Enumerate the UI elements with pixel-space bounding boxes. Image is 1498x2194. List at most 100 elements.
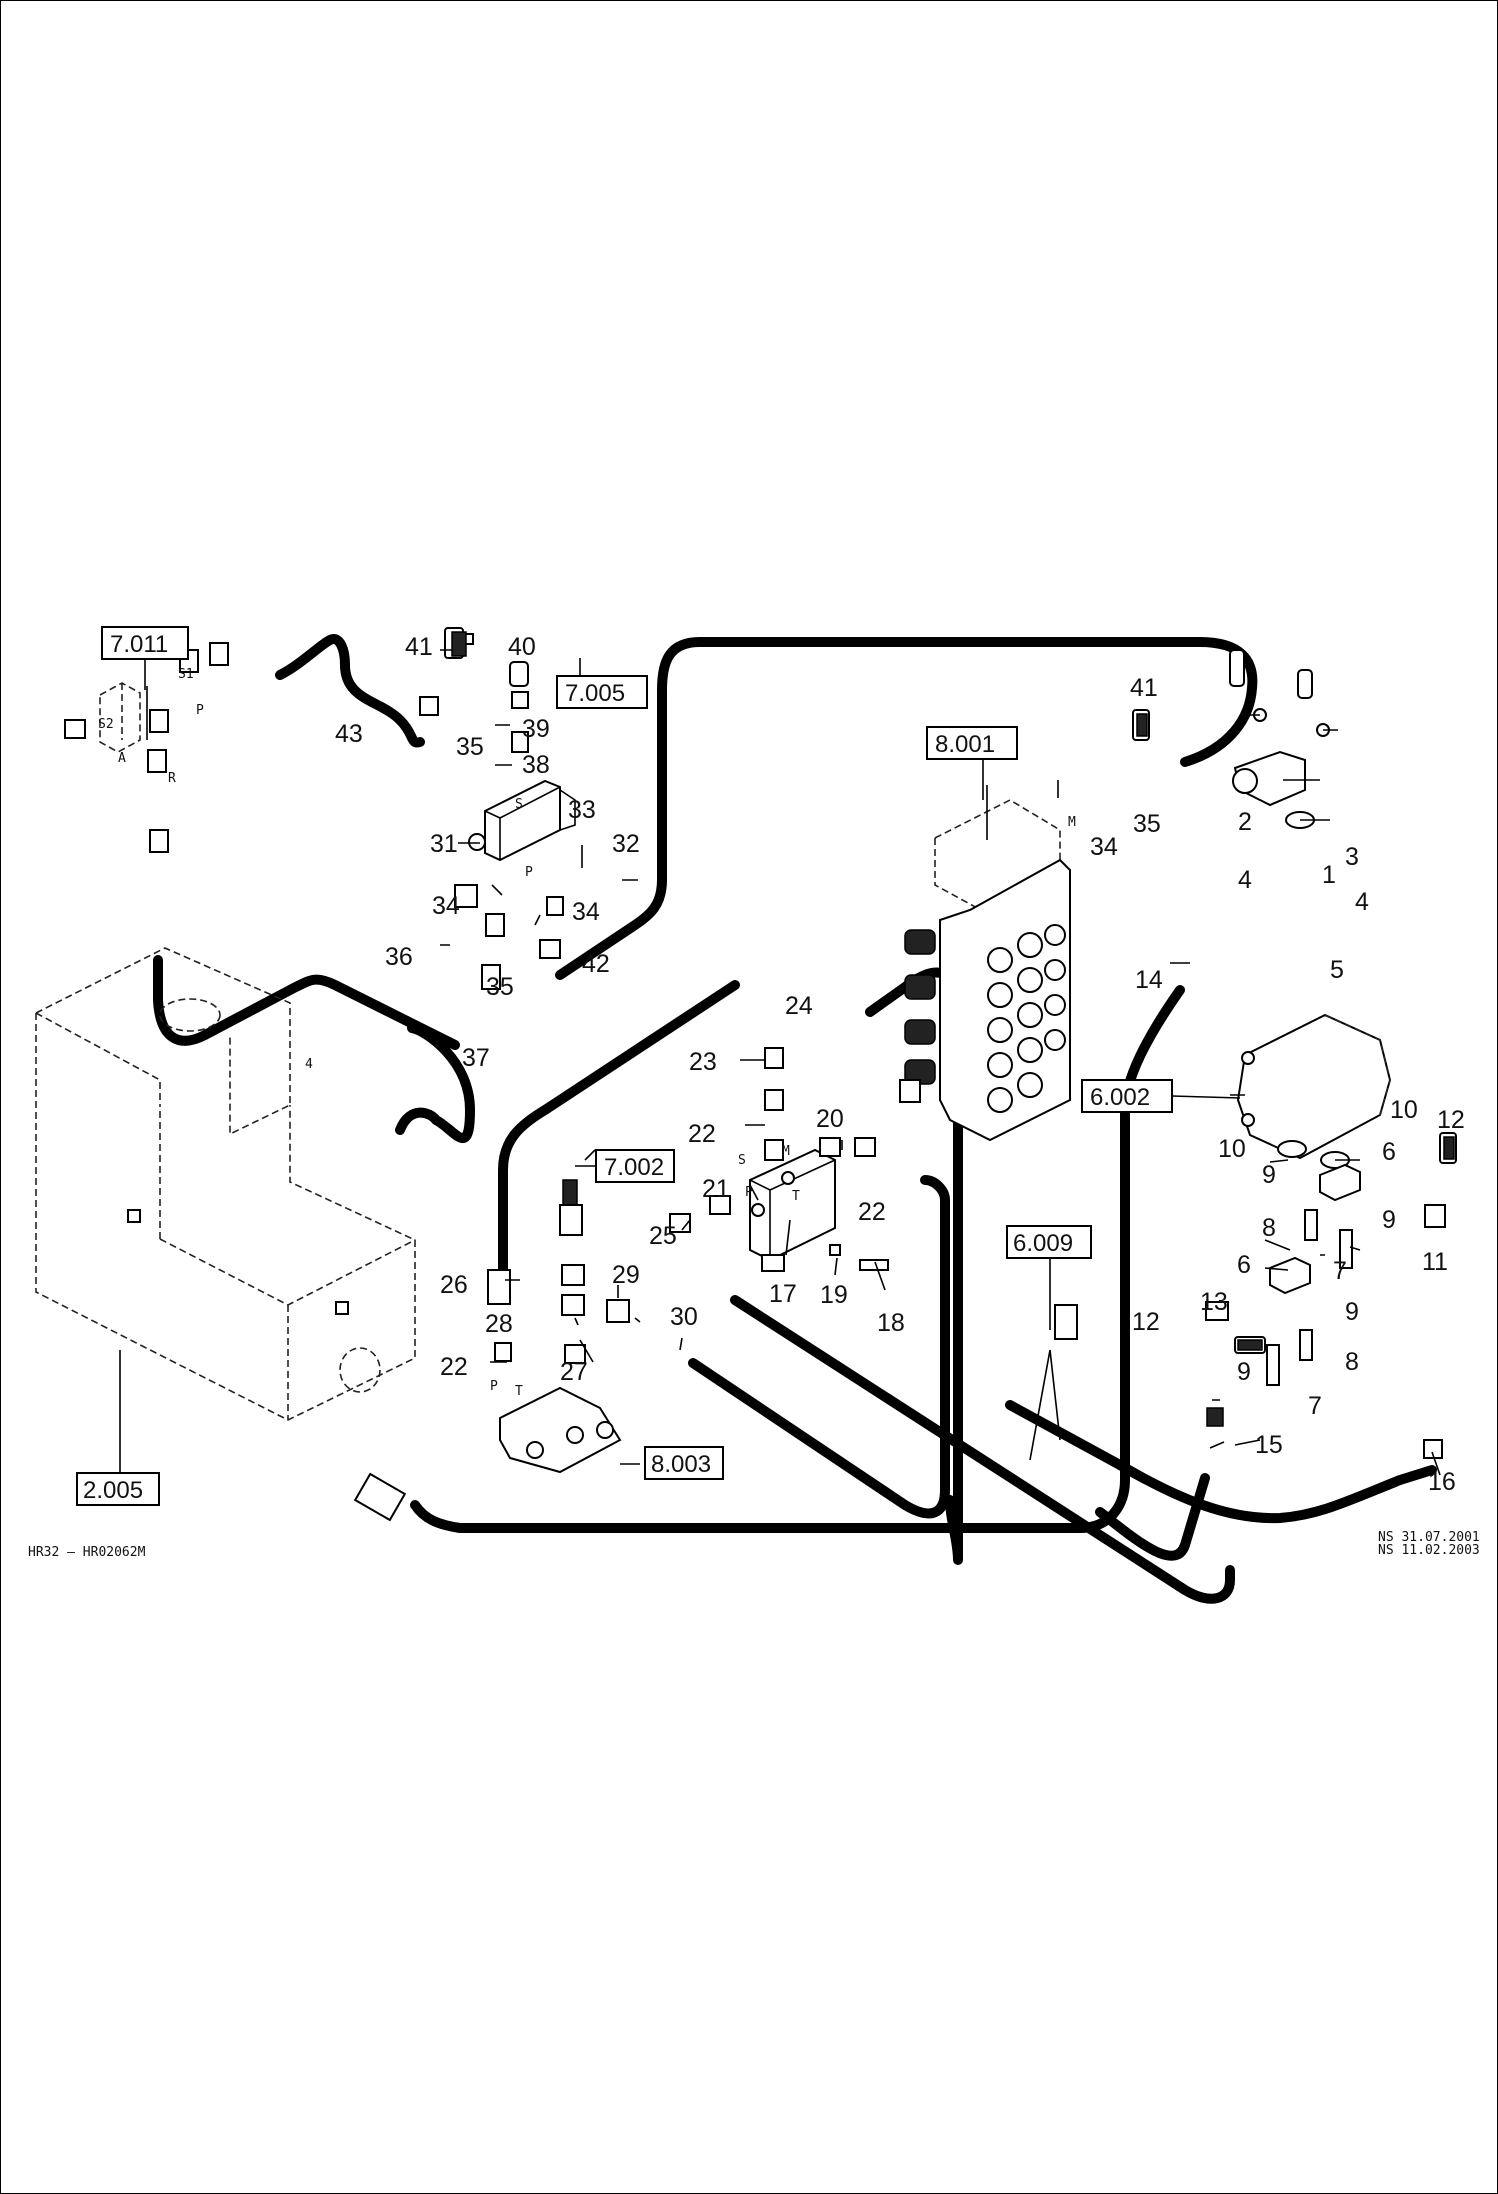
callout: 35 (1133, 810, 1161, 838)
callout: 4 (1355, 888, 1369, 916)
hose-return-bottom (410, 985, 1185, 1533)
callout: 19 (820, 1281, 848, 1309)
ref-6-009[interactable]: 6.009 (1006, 1225, 1092, 1259)
svg-text:R: R (168, 771, 176, 786)
callout: 34 (572, 898, 600, 926)
svg-text:2.005: 2.005 (83, 1477, 143, 1504)
callout: 28 (485, 1310, 513, 1338)
svg-text:T: T (792, 1189, 800, 1204)
svg-text:S: S (738, 1153, 746, 1168)
svg-text:4: 4 (305, 1057, 313, 1072)
callout: 12 (1132, 1308, 1160, 1336)
svg-text:P: P (490, 1379, 498, 1394)
svg-text:S: S (515, 797, 523, 812)
callout: 16 (1428, 1468, 1456, 1496)
ref-7-011[interactable]: 7.011 (101, 626, 189, 690)
callout: 32 (612, 830, 640, 858)
callout: 8 (1345, 1348, 1359, 1376)
svg-text:7.005: 7.005 (565, 680, 625, 707)
ref-6-002[interactable]: 6.002 (1081, 1079, 1241, 1113)
callout: 22 (688, 1120, 716, 1148)
pump-6-002 (1236, 1013, 1392, 1160)
callout: 31 (430, 830, 458, 858)
port-letters: S1 S2 A P R S P M S P M T P T 4 (98, 667, 1076, 1399)
svg-text:P: P (196, 703, 204, 718)
callout: 34 (432, 892, 460, 920)
hydraulic-tank (35, 947, 416, 1421)
callout: 17 (769, 1280, 797, 1308)
hoses (153, 634, 1437, 1604)
svg-text:6.002: 6.002 (1090, 1084, 1150, 1111)
callout: 36 (385, 943, 413, 971)
svg-text:6.009: 6.009 (1013, 1230, 1073, 1257)
revision-2: NS 11.02.2003 (1378, 1543, 1480, 1558)
callout: 15 (1255, 1431, 1283, 1459)
revision-1: NS 31.07.2001 (1378, 1530, 1480, 1545)
callout: 6 (1382, 1138, 1396, 1166)
callout: 27 (560, 1358, 588, 1386)
callout: 39 (522, 715, 550, 743)
callout: 7 (1333, 1257, 1347, 1285)
callout: 8 (1262, 1214, 1276, 1242)
callout: 33 (568, 796, 596, 824)
hose-16 (1005, 1400, 1437, 1524)
callout: 9 (1345, 1298, 1359, 1326)
ref-8-003[interactable]: 8.003 (644, 1446, 724, 1480)
hose-30 (688, 1175, 950, 1519)
valve-block-8-003 (499, 1386, 622, 1474)
callout: 3 (1345, 843, 1359, 871)
callout: 38 (522, 751, 550, 779)
callout: 9 (1382, 1206, 1396, 1234)
callout: 10 (1218, 1135, 1246, 1163)
callout: 42 (582, 950, 610, 978)
svg-text:M: M (1068, 815, 1076, 830)
callout-numbers: 1 2 3 4 4 5 6 6 7 7 8 8 9 9 9 9 10 10 11… (335, 633, 1465, 1496)
callout: 13 (1200, 1288, 1228, 1316)
callout: 25 (649, 1222, 677, 1250)
callout: 43 (335, 720, 363, 748)
callout: 4 (1238, 866, 1252, 894)
callout: 23 (689, 1048, 717, 1076)
callout: 6 (1237, 1251, 1251, 1279)
hose-top-left (275, 634, 425, 748)
footer: HR32 – HR02062M NS 31.07.2001 NS 11.02.2… (28, 1530, 1480, 1560)
ref-7-005[interactable]: 7.005 (556, 675, 648, 709)
svg-text:M: M (782, 1144, 790, 1159)
svg-text:T: T (515, 1384, 523, 1399)
hose-tank-to-valve (395, 1023, 475, 1143)
valve-31 (468, 779, 576, 862)
callout: 12 (1437, 1106, 1465, 1134)
callout: 7 (1308, 1392, 1322, 1420)
svg-text:7.011: 7.011 (110, 631, 168, 658)
callout: 29 (612, 1261, 640, 1289)
callout: 10 (1390, 1096, 1418, 1124)
leader-lines (119, 649, 1441, 1480)
svg-text:S1: S1 (178, 667, 194, 682)
control-valve-8-001 (904, 799, 1071, 1142)
callout: 2 (1238, 808, 1252, 836)
callout: 34 (1090, 833, 1118, 861)
callout: 9 (1262, 1161, 1276, 1189)
svg-text:7.002: 7.002 (604, 1154, 664, 1181)
callout: 11 (1422, 1248, 1448, 1276)
callout: 41 (405, 633, 433, 661)
svg-text:P: P (525, 865, 533, 880)
svg-text:S2: S2 (98, 717, 114, 732)
hose-top-loop (555, 637, 1258, 980)
callout: 26 (440, 1271, 468, 1299)
ref-2-005[interactable]: 2.005 (76, 1472, 160, 1506)
drawing-number: HR32 – HR02062M (28, 1545, 146, 1560)
callout: 22 (858, 1198, 886, 1226)
ref-8-001[interactable]: 8.001 (926, 726, 1018, 760)
hose-25-to-16 (730, 1295, 1235, 1604)
callout: 20 (816, 1105, 844, 1133)
hose-26 (498, 980, 740, 1275)
callout: 41 (1130, 674, 1158, 702)
svg-text:P: P (745, 1185, 753, 1200)
callout: 30 (670, 1303, 698, 1331)
callout: 22 (440, 1353, 468, 1381)
ref-7-002[interactable]: 7.002 (575, 1149, 675, 1183)
callout: 1 (1322, 861, 1336, 889)
manifold-7-011 (99, 682, 141, 753)
